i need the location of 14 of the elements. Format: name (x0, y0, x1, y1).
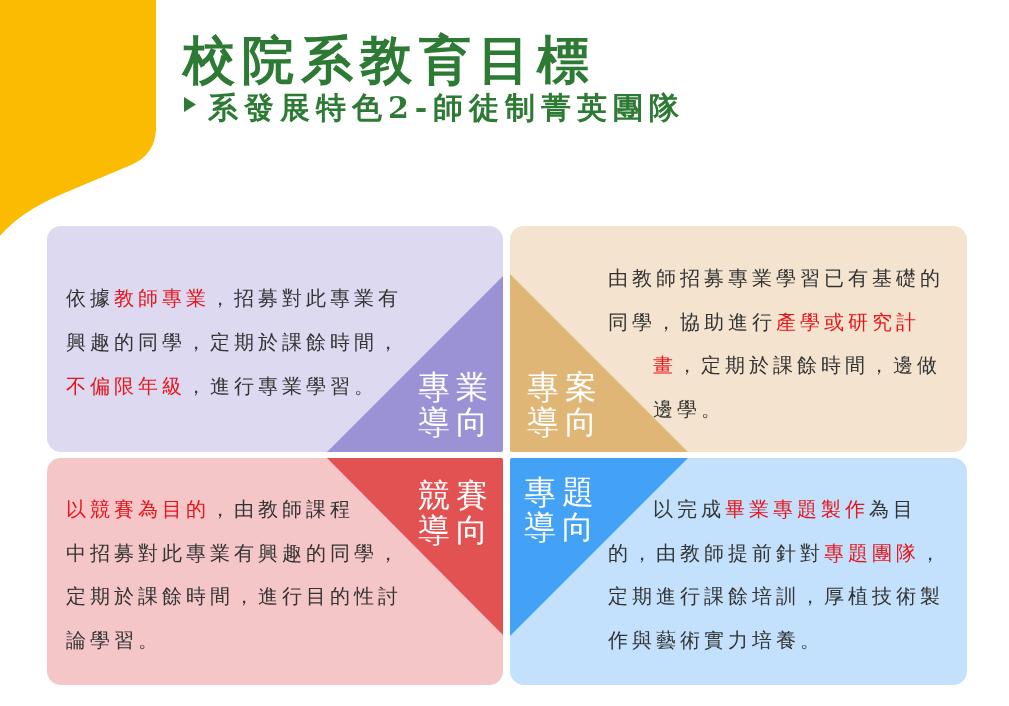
body-text: 依據教師專業，招募對此專業有興趣的同學，定期於課餘時間，不偏限年級，進行專業學習。 (66, 285, 403, 400)
info-card (47, 458, 503, 685)
body-text: 由教師招募專業學習已有基礎的同學，協助進行產學或研究計畫，定期於課餘時間，邊做邊學。 (608, 265, 945, 423)
subtitle: 系發展特色2-師徒制菁英團隊 (208, 90, 686, 126)
body-text: 以競賽為目的，由教師課程中招募對此專業有興趣的同學，定期於課餘時間，進行目的性討論學習。 (66, 496, 403, 654)
category-label: 專業導向 (418, 370, 495, 440)
category-label: 專題導向 (524, 475, 601, 545)
category-label: 專案導向 (527, 370, 604, 440)
info-card (510, 458, 967, 685)
page-title: 校院系教育目標 (183, 30, 596, 90)
info-card (47, 226, 503, 452)
body-text: 以完成畢業專題製作為目的，由教師提前針對專題團隊，定期進行課餘培訓，厚植技術製作與藝術實力培養。 (608, 496, 945, 654)
info-card (510, 226, 967, 452)
category-label: 競賽導向 (418, 478, 495, 548)
